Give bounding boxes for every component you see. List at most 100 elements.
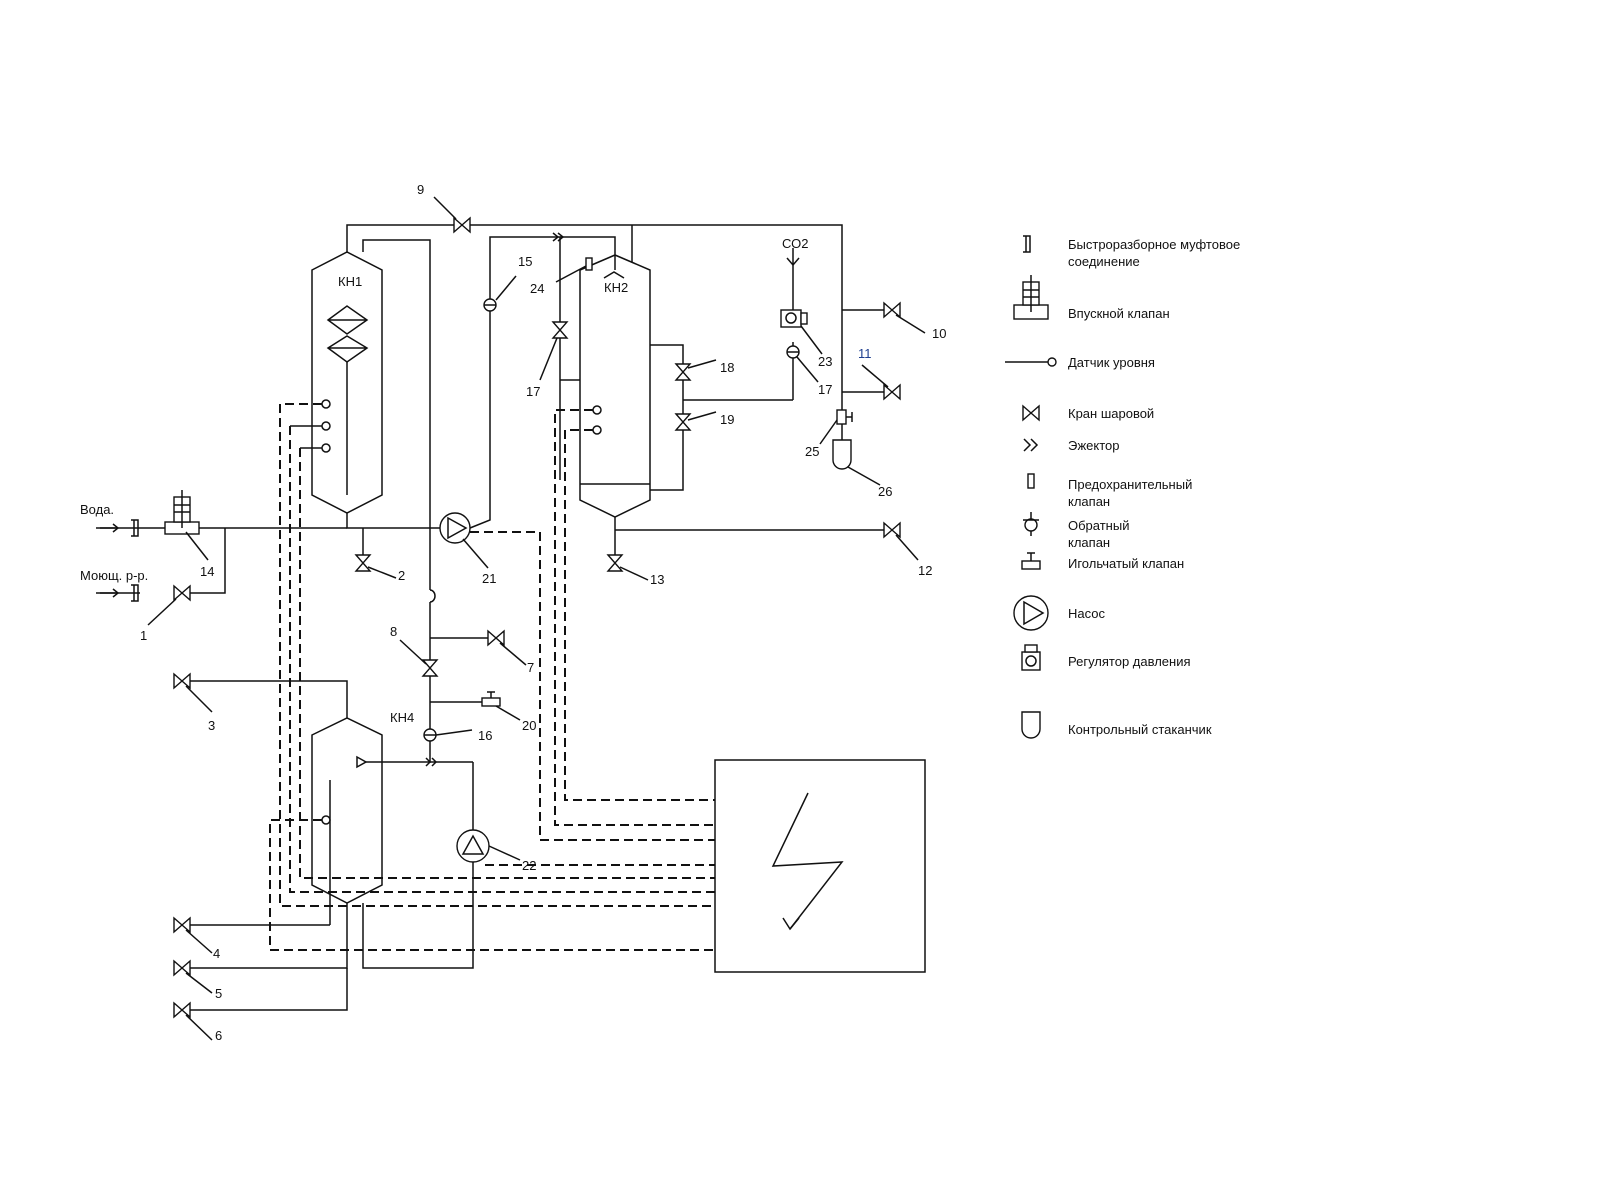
label-18: 18	[720, 360, 734, 375]
legend-coupling-icon	[1023, 235, 1031, 253]
inlet-labels: Вода. Моющ. р-р. СО2	[80, 236, 808, 598]
label-15: 15	[518, 254, 532, 269]
vessel-kn2: КН2	[579, 254, 651, 530]
label-3: 3	[208, 718, 215, 733]
legend-ejector-icon	[1023, 438, 1039, 452]
legend-needle-valve-icon	[1021, 552, 1041, 570]
legend-control-cup-icon	[1021, 711, 1041, 739]
label-co2: СО2	[782, 236, 808, 251]
ball-valve-5-icon	[173, 959, 191, 977]
label-25: 25	[805, 444, 819, 459]
label-16: 16	[478, 728, 492, 743]
legend-pressure-regulator: Регулятор давления	[1068, 654, 1191, 669]
ejector-top-icon	[552, 232, 565, 242]
legend-safety-valve-line2: клапан	[1068, 494, 1110, 509]
label-19: 19	[720, 412, 734, 427]
label-24: 24	[530, 281, 544, 296]
ball-valve-10-icon	[883, 301, 901, 319]
ball-valves	[173, 216, 901, 1019]
label-21: 21	[482, 571, 496, 586]
label-22: 22	[522, 858, 536, 873]
equipment	[131, 232, 853, 863]
leader-lines	[147, 196, 926, 1041]
label-2: 2	[398, 568, 405, 583]
label-17-left: 17	[526, 384, 540, 399]
item-numbers: 1 2 3 4 5 6 7 8 9 10 11 12 13 14 15 16 1…	[140, 182, 946, 1043]
label-20: 20	[522, 718, 536, 733]
label-water: Вода.	[80, 502, 114, 517]
label-10: 10	[932, 326, 946, 341]
legend-level-sensor-icon	[1005, 357, 1057, 367]
label-11: 11	[858, 346, 872, 361]
coupling-water-icon	[131, 519, 139, 537]
legend-inlet-valve: Впускной клапан	[1068, 306, 1170, 321]
vessel-kn1: КН1	[290, 251, 383, 514]
legend-control-cup: Контрольный стаканчик	[1068, 722, 1212, 737]
safety-valve-24-icon	[585, 257, 593, 271]
signal-lines	[269, 403, 715, 951]
label-14: 14	[200, 564, 214, 579]
legend: Быстроразборное муфтовое соединение Впус…	[1005, 235, 1240, 739]
piping	[100, 224, 885, 1011]
legend-pump-icon	[1013, 595, 1049, 631]
legend-pressure-regulator-icon	[1021, 644, 1041, 671]
legend-check-valve-line1: Обратный	[1068, 518, 1129, 533]
legend-needle-valve: Игольчатый клапан	[1068, 556, 1184, 571]
ball-valve-18-icon	[674, 363, 692, 381]
ball-valve-2-icon	[354, 554, 372, 572]
legend-check-valve-icon	[1023, 512, 1039, 536]
ball-valve-13-icon	[606, 554, 624, 572]
ball-valve-8-icon	[421, 659, 439, 677]
legend-inlet-valve-icon	[1013, 275, 1049, 320]
legend-ball-valve: Кран шаровой	[1068, 406, 1154, 421]
ball-valve-3-icon	[173, 672, 191, 690]
check-valve-17-icon	[786, 345, 800, 359]
check-valve-16-icon	[423, 728, 437, 742]
label-12: 12	[918, 563, 932, 578]
label-detergent: Моющ. р-р.	[80, 568, 148, 583]
label-5: 5	[215, 986, 222, 1001]
ball-valve-19-icon	[674, 413, 692, 431]
ball-valve-17-icon	[551, 321, 569, 339]
label-26: 26	[878, 484, 892, 499]
ball-valve-1-icon	[173, 584, 191, 602]
ball-valve-9-icon	[453, 216, 471, 234]
label-17-right: 17	[818, 382, 832, 397]
ball-valve-4-icon	[173, 916, 191, 934]
legend-level-sensor: Датчик уровня	[1068, 355, 1155, 370]
label-kn2: КН2	[604, 280, 628, 295]
legend-coupling-line1: Быстроразборное муфтовое	[1068, 237, 1240, 252]
needle-valve-20-icon	[481, 691, 501, 707]
legend-safety-valve-icon	[1027, 473, 1035, 489]
legend-coupling-line2: соединение	[1068, 254, 1140, 269]
label-9: 9	[417, 182, 424, 197]
electric-bolt-icon	[771, 792, 844, 930]
coupling-detergent-icon	[131, 584, 139, 602]
control-cup-26-icon	[832, 439, 852, 470]
label-13: 13	[650, 572, 664, 587]
label-1: 1	[140, 628, 147, 643]
control-panel	[714, 759, 926, 973]
legend-ejector: Эжектор	[1068, 438, 1120, 453]
check-valve-15-icon	[483, 298, 497, 312]
ejector-kn4-icon	[425, 757, 438, 767]
co2-arrow-icon	[786, 248, 800, 267]
label-6: 6	[215, 1028, 222, 1043]
ball-valve-6-icon	[173, 1001, 191, 1019]
label-4: 4	[213, 946, 220, 961]
legend-check-valve-line2: клапан	[1068, 535, 1110, 550]
label-7: 7	[527, 660, 534, 675]
inlet-valve-14-icon	[164, 490, 200, 535]
label-kn1: КН1	[338, 274, 362, 289]
pump-22-icon	[456, 829, 490, 863]
ball-valve-12-icon	[883, 521, 901, 539]
label-23: 23	[818, 354, 832, 369]
needle-valve-25-icon	[836, 409, 853, 425]
pressure-regulator-23-icon	[780, 309, 808, 328]
pump-21-icon	[439, 512, 471, 544]
ball-valve-7-icon	[487, 629, 505, 647]
ball-valve-11-icon	[883, 383, 901, 401]
label-8: 8	[390, 624, 397, 639]
legend-safety-valve-line1: Предохранительный	[1068, 477, 1192, 492]
